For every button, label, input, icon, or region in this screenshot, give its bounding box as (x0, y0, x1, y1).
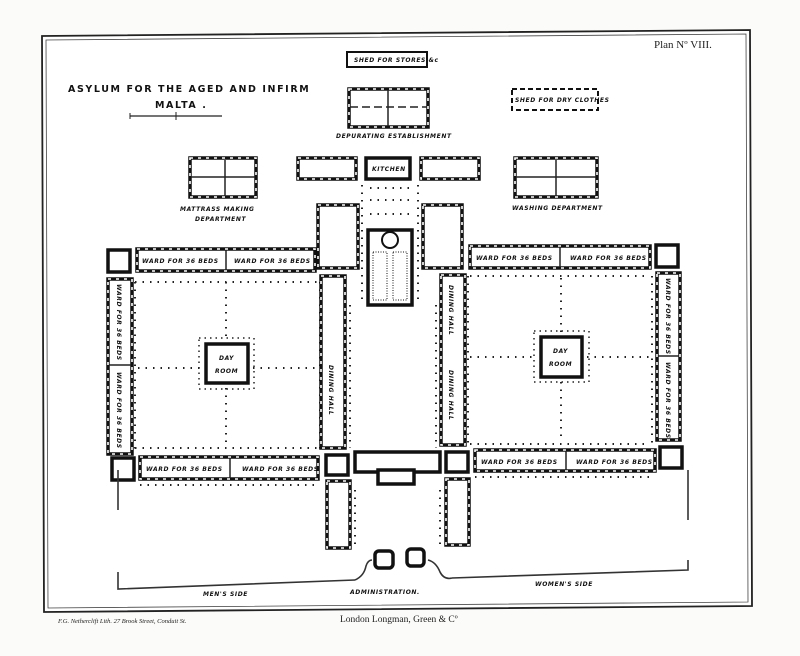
svg-text:WARD FOR 36 BEDS: WARD FOR 36 BEDS (476, 255, 553, 262)
svg-text:WARD FOR 36 BEDS: WARD FOR 36 BEDS (664, 362, 671, 439)
svg-text:DAY: DAY (553, 348, 568, 355)
svg-text:WASHING DEPARTMENT: WASHING DEPARTMENT (512, 205, 603, 212)
svg-text:WARD FOR 36 BEDS: WARD FOR 36 BEDS (115, 284, 122, 361)
svg-text:DAY: DAY (219, 355, 234, 362)
covered-walkways (134, 185, 655, 545)
washing-department: WASHING DEPARTMENT (512, 156, 603, 212)
svg-text:WARD FOR 36 BEDS: WARD FOR 36 BEDS (234, 258, 311, 265)
ward-bottom-right: WARD FOR 36 BEDS WARD FOR 36 BEDS (473, 445, 684, 473)
svg-text:DEPARTMENT: DEPARTMENT (195, 216, 247, 223)
ward-left-side: WARD FOR 36 BEDS WARD FOR 36 BEDS (106, 277, 134, 456)
ward-top-right: WARD FOR 36 BEDS WARD FOR 36 BEDS (468, 243, 680, 270)
day-room-right: DAY ROOM (533, 330, 590, 383)
svg-text:SHED FOR STORES &c: SHED FOR STORES &c (354, 57, 439, 64)
plan-number: Plan Nº VIII. (654, 39, 712, 51)
dining-hall-right: DINING HALL DINING HALL (439, 273, 467, 447)
administration-lodges (373, 547, 426, 570)
svg-text:ROOM: ROOM (215, 368, 238, 375)
svg-text:DINING HALL: DINING HALL (327, 365, 334, 415)
svg-text:WARD FOR 36 BEDS: WARD FOR 36 BEDS (481, 459, 558, 466)
center-bottom-blocks (324, 450, 471, 550)
svg-text:DINING HALL: DINING HALL (447, 370, 454, 420)
top-row-buildings: KITCHEN (296, 156, 481, 181)
central-blocks (316, 203, 464, 307)
svg-text:WARD FOR 36 BEDS: WARD FOR 36 BEDS (664, 278, 671, 355)
svg-text:SHED FOR DRY CLOTHES: SHED FOR DRY CLOTHES (515, 97, 610, 104)
scale-bar (129, 112, 222, 120)
shed-for-dry-clothes: SHED FOR DRY CLOTHES (511, 88, 610, 111)
svg-text:DINING HALL: DINING HALL (447, 285, 454, 335)
svg-text:WARD FOR 36 BEDS: WARD FOR 36 BEDS (142, 258, 219, 265)
ward-top-left: WARD FOR 36 BEDS WARD FOR 36 BEDS (106, 247, 317, 274)
publisher-credit: London Longman, Green & Cº (340, 615, 458, 625)
ward-bottom-left: WARD FOR 36 BEDS WARD FOR 36 BEDS (110, 455, 320, 482)
svg-text:WARD FOR 36 BEDS: WARD FOR 36 BEDS (115, 372, 122, 449)
title-line2: MALTA . (155, 100, 208, 111)
depurating-establishment: DEPURATING ESTABLISHMENT (336, 87, 452, 140)
title-line1: ASYLUM FOR THE AGED AND INFIRM (68, 84, 310, 95)
boundary-wall (117, 470, 689, 590)
mens-side-label: MEN'S SIDE (203, 591, 248, 598)
shed-for-stores: SHED FOR STORES &c (346, 51, 439, 68)
svg-text:WARD FOR 36 BEDS: WARD FOR 36 BEDS (146, 466, 223, 473)
ward-right-side: WARD FOR 36 BEDS WARD FOR 36 BEDS (655, 271, 682, 442)
chapel (366, 228, 414, 307)
svg-text:WARD FOR 36 BEDS: WARD FOR 36 BEDS (570, 255, 647, 262)
administration-label: ADMINISTRATION. (349, 589, 420, 596)
svg-text:WARD FOR 36 BEDS: WARD FOR 36 BEDS (576, 459, 653, 466)
svg-text:ROOM: ROOM (549, 361, 572, 368)
dining-hall-left: DINING HALL (319, 274, 347, 450)
day-room-left: DAY ROOM (198, 337, 255, 390)
engraver-credit: F.G. Netherclift Lith. 27 Brook Street, … (57, 618, 187, 625)
svg-text:DEPURATING ESTABLISHMENT: DEPURATING ESTABLISHMENT (336, 133, 452, 140)
svg-text:MATTRASS MAKING: MATTRASS MAKING (180, 206, 255, 213)
svg-text:WARD FOR 36 BEDS: WARD FOR 36 BEDS (242, 466, 319, 473)
womens-side-label: WOMEN'S SIDE (535, 581, 593, 588)
mattrass-making-department: MATTRASS MAKING DEPARTMENT (180, 156, 258, 223)
kitchen-label: KITCHEN (372, 166, 406, 173)
